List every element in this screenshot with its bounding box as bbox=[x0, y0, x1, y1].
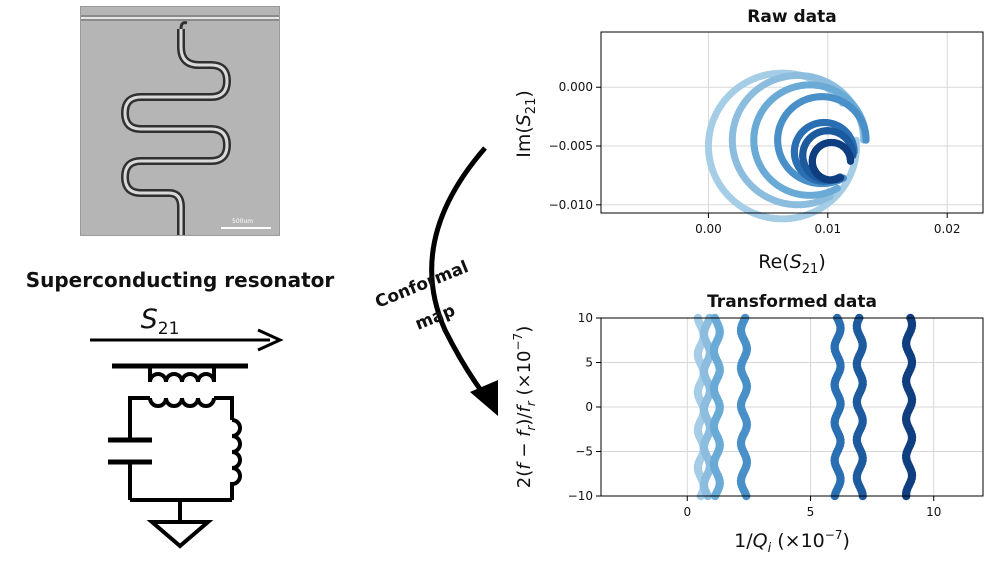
resonator-inductor bbox=[230, 418, 242, 500]
y-axis-label: Im(S21) bbox=[513, 90, 539, 158]
series-4 bbox=[830, 313, 845, 501]
ground-icon bbox=[146, 520, 214, 549]
grid bbox=[601, 317, 983, 497]
resonator-micrograph-drawing bbox=[81, 7, 279, 235]
tick-labels: 0.00 0.01 0.02 0.000 −0.005 −0.010 bbox=[549, 80, 961, 236]
data-series bbox=[693, 313, 917, 501]
x-tick-label: 5 bbox=[807, 505, 815, 519]
y-tick-label: −5 bbox=[575, 445, 593, 459]
resonator-title: Superconducting resonator bbox=[25, 268, 335, 292]
series-6 bbox=[901, 313, 917, 501]
series-4 bbox=[790, 118, 858, 185]
series-3 bbox=[736, 313, 752, 501]
y-tick-label: 5 bbox=[585, 356, 593, 370]
resonator-micrograph: 500um bbox=[80, 6, 280, 236]
y-tick-label: −0.010 bbox=[549, 198, 593, 212]
x-tick-label: 0 bbox=[683, 505, 691, 519]
s21-label: S21 bbox=[141, 304, 180, 339]
resonator-circuit: S21 bbox=[90, 304, 284, 549]
x-tick-label: 0.01 bbox=[814, 222, 841, 236]
curved-arrow bbox=[429, 146, 490, 402]
y-tick-label: 0 bbox=[585, 400, 593, 414]
transformed-data-chart: Transformed data 0 5 10 10 5 0 −5 −10 1/Qi (×10… bbox=[511, 292, 984, 556]
x-axis-label: Re(S21) bbox=[758, 251, 825, 277]
x-tick-label: 0.02 bbox=[934, 222, 961, 236]
conformal-map-arrow: Conformal map bbox=[372, 146, 498, 416]
x-axis-label: 1/Qi (×10−7) bbox=[734, 528, 850, 556]
series-2 bbox=[750, 81, 870, 199]
data-point bbox=[837, 174, 845, 182]
data-series bbox=[704, 69, 870, 223]
y-tick-label: −0.005 bbox=[549, 139, 593, 153]
conformal-label-line1: Conformal bbox=[372, 257, 471, 313]
raw-data-chart: Raw data 0.00 0.01 0.02 0.000 −0.005 −0.010 R… bbox=[513, 7, 984, 277]
arrow-head bbox=[470, 380, 498, 416]
y-tick-label: −10 bbox=[568, 489, 593, 503]
data-point bbox=[833, 184, 841, 192]
series-6 bbox=[808, 138, 855, 184]
chart-title: Transformed data bbox=[707, 292, 877, 312]
coupling-inductor-bottom bbox=[148, 397, 216, 408]
tick-labels: 0 5 10 10 5 0 −5 −10 bbox=[568, 311, 942, 519]
series-5 bbox=[852, 313, 867, 501]
signal-arrow-head bbox=[257, 328, 284, 352]
chart-title: Raw data bbox=[747, 7, 836, 27]
y-tick-label: 0.000 bbox=[559, 80, 593, 94]
resonator-loop-top bbox=[128, 396, 234, 438]
y-axis-label: 2(f − fr)/fr (×10−7) bbox=[511, 326, 538, 488]
y-tick-label: 10 bbox=[578, 311, 593, 325]
x-tick-label: 0.00 bbox=[695, 222, 722, 236]
plot-frame bbox=[600, 31, 984, 214]
grid bbox=[601, 32, 983, 213]
coupling-inductor-top bbox=[148, 366, 216, 383]
scale-bar-label: 500um bbox=[232, 218, 254, 225]
x-tick-label: 10 bbox=[926, 505, 941, 519]
